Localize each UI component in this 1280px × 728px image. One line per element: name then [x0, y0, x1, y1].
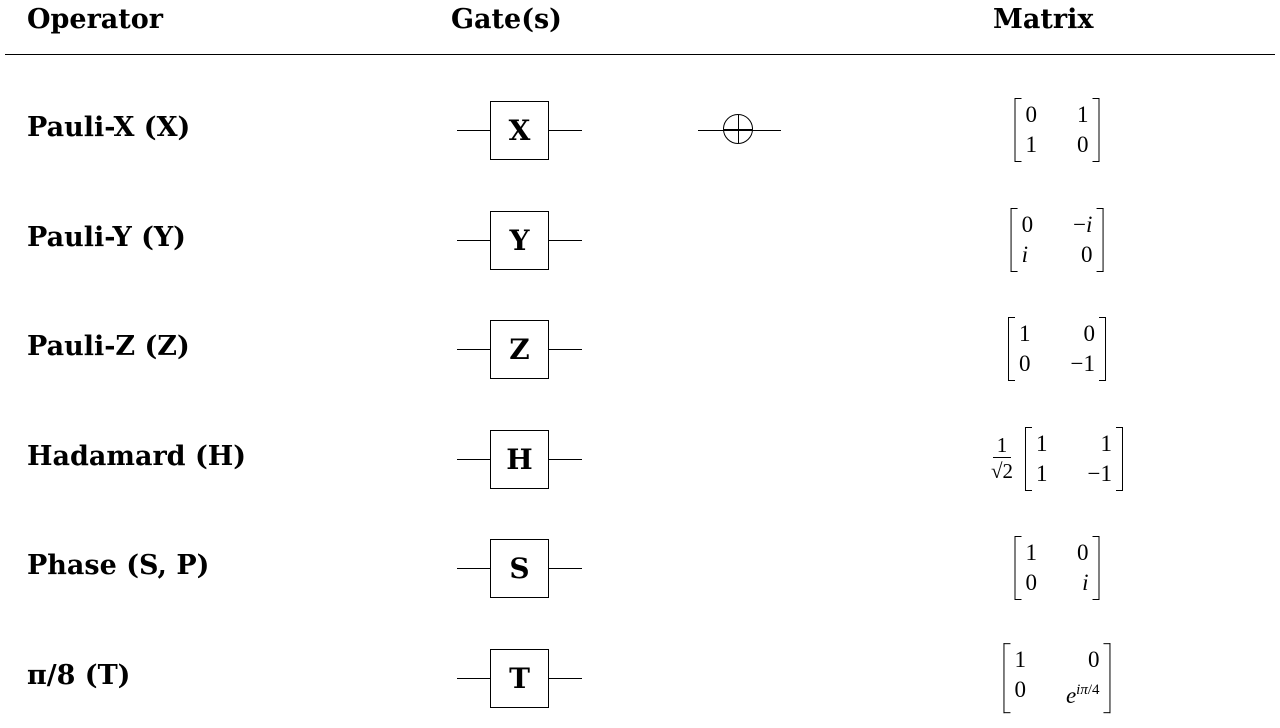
matrix-entry: i [1082, 570, 1089, 596]
wire-left [457, 678, 490, 679]
gate-row: Pauli-X (X) X 0 1 1 0 [0, 80, 1280, 180]
left-bracket [1025, 426, 1033, 491]
matrix-entries: 1 0 0 eiπ/4 [1010, 643, 1103, 713]
header-rule [5, 54, 1275, 55]
right-bracket [1116, 426, 1124, 491]
gate-row: Pauli-Y (Y) Y 0 −i i 0 [0, 190, 1280, 290]
matrix-entry: 0 [1088, 647, 1100, 673]
header-matrix: Matrix [993, 4, 1094, 35]
matrix-entries: 0 1 1 0 [1022, 98, 1093, 162]
matrix-entry: 1 [1019, 321, 1031, 347]
wire-left [457, 239, 490, 241]
matrix-entry: 0 [1019, 351, 1031, 377]
gate-box: H [490, 429, 549, 489]
matrix-entries: 1 1 1 −1 [1032, 427, 1116, 491]
operator-name: Pauli-Z (Z) [27, 331, 190, 363]
left-bracket [1014, 98, 1022, 162]
wire-right [549, 349, 582, 351]
right-bracket [1092, 98, 1100, 162]
left-bracket [1014, 536, 1022, 601]
matrix: 1 0 0 −1 [1008, 317, 1106, 382]
matrix-entry: 0 [1083, 321, 1095, 347]
right-bracket [1096, 207, 1104, 272]
right-bracket [1092, 536, 1100, 601]
wire-left [457, 130, 490, 131]
matrix-entry: 0 [1077, 132, 1089, 157]
matrix-entry: i [1021, 241, 1028, 267]
matrix: 1 0 0 i [1014, 536, 1100, 601]
wire-right [549, 239, 582, 241]
matrix-entry: 0 [1080, 241, 1093, 267]
wire-right [549, 130, 582, 131]
right-bracket [1098, 317, 1106, 382]
prefactor-numerator: 1 [992, 433, 1012, 459]
matrix-entries: 0 −i i 0 [1018, 208, 1097, 272]
matrix: 0 1 1 0 [1014, 98, 1100, 162]
matrix-entry: 0 [1014, 677, 1026, 703]
matrix-entry: −i [1073, 211, 1093, 237]
matrix-entry: 0 [1025, 570, 1038, 596]
matrix-entry: 1 [1014, 647, 1026, 673]
wire-right [549, 568, 582, 570]
operator-name: π/8 (T) [27, 660, 131, 691]
matrix-entry: 1 [1100, 430, 1113, 456]
matrix-entries: 1 0 0 −1 [1015, 317, 1099, 381]
operator-name: Pauli-X (X) [27, 112, 191, 143]
wire-left [457, 458, 490, 460]
header-operator: Operator [27, 4, 164, 35]
wire-left [457, 568, 490, 570]
matrix: 0 −i i 0 [1010, 207, 1104, 272]
gate-box: Z [490, 320, 549, 380]
matrix-entry: 1 [1036, 430, 1048, 456]
matrix-entry: 1 [1025, 132, 1038, 157]
wire-right [549, 678, 582, 679]
gate-box: T [490, 649, 549, 708]
matrix-entry: eiπ/4 [1065, 682, 1100, 708]
matrix-entry: 0 [1025, 102, 1038, 127]
gate-box: Y [490, 210, 549, 270]
left-bracket [1003, 643, 1011, 713]
wire-left [457, 349, 490, 351]
matrix: 1 0 0 eiπ/4 [1003, 643, 1111, 713]
operator-name: Pauli-Y (Y) [27, 221, 186, 253]
cnot-target-icon [723, 114, 753, 144]
matrix-entry: 0 [1077, 540, 1089, 566]
header-gates: Gate(s) [451, 4, 562, 35]
gate-box: X [490, 101, 549, 160]
right-bracket [1103, 643, 1111, 713]
matrix-entries: 1 0 0 i [1022, 536, 1093, 600]
matrix-entry: −1 [1070, 351, 1095, 377]
matrix-entry: 1 [1025, 540, 1038, 566]
matrix-prefactor: 1√2 [991, 433, 1013, 484]
left-bracket [1010, 207, 1018, 272]
matrix-entry: −1 [1087, 460, 1113, 486]
operator-name: Phase (S, P) [27, 550, 210, 582]
gate-row: π/8 (T) T 1 0 0 eiπ/4 [0, 628, 1280, 728]
operator-name: Hadamard (H) [27, 440, 247, 472]
left-bracket [1008, 317, 1016, 382]
gate-box: S [490, 539, 549, 599]
gate-row: Phase (S, P) S 1 0 0 i [0, 518, 1280, 618]
matrix-entry: 0 [1021, 211, 1034, 237]
gate-row: Pauli-Z (Z) Z 1 0 0 −1 [0, 299, 1280, 399]
matrix-entry: 1 [1077, 102, 1089, 127]
wire-right [549, 458, 582, 460]
matrix-entry: 1 [1036, 460, 1048, 486]
prefactor-denominator: √2 [990, 459, 1014, 484]
